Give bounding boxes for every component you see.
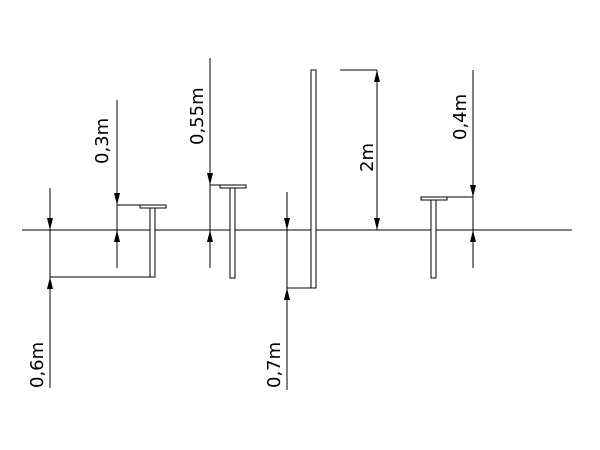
dimension-0-7m: 0,7m bbox=[264, 192, 314, 390]
label-0-3m: 0,3m bbox=[92, 118, 113, 164]
label-0-6m: 0,6m bbox=[27, 342, 48, 388]
label-0-4m: 0,4m bbox=[450, 94, 471, 140]
dimension-0-4m: 0,4m bbox=[440, 70, 476, 268]
dimension-0-6m: 0,6m bbox=[27, 188, 155, 388]
dimension-0-3m: 0,3m bbox=[92, 100, 145, 268]
post-2-shaft bbox=[229, 187, 236, 279]
dimension-2m: 2m bbox=[340, 69, 380, 230]
label-0-7m: 0,7m bbox=[264, 342, 285, 388]
post-4-shaft bbox=[430, 199, 437, 279]
label-0-55m: 0,55m bbox=[187, 87, 208, 145]
post-4 bbox=[420, 196, 448, 279]
post-1 bbox=[139, 204, 167, 278]
label-2m: 2m bbox=[357, 143, 378, 172]
post-3 bbox=[310, 69, 317, 289]
post-3-shaft bbox=[310, 69, 317, 289]
post-2 bbox=[219, 184, 247, 279]
post-1-shaft bbox=[149, 207, 156, 278]
dimension-0-55m: 0,55m bbox=[187, 58, 225, 268]
